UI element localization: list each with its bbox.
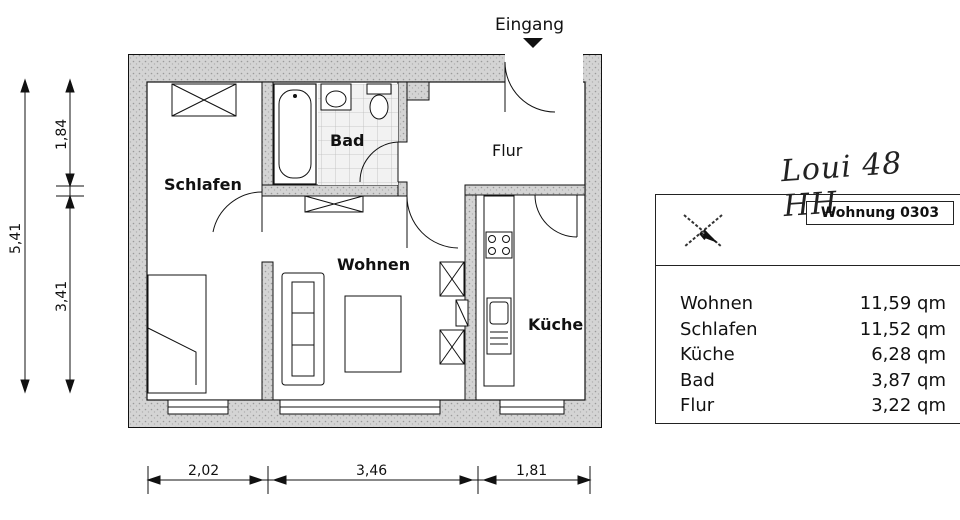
vertical-dimensions (20, 78, 84, 394)
info-divider (656, 265, 960, 266)
unit-info-box: Wohnung 0303 N Wohnen 11,59 qm Schlafen 11… (655, 194, 960, 424)
room-label-kueche: Küche (528, 315, 583, 334)
area-row: Schlafen 11,52 qm (680, 317, 946, 343)
furniture (147, 83, 515, 394)
area-room: Schlafen (680, 318, 758, 340)
dimension-total-height: 5,41 (8, 223, 24, 254)
area-room: Bad (680, 369, 715, 391)
horizontal-dimensions (146, 466, 592, 494)
area-room: Wohnen (680, 293, 754, 314)
area-room: Küche (680, 344, 735, 365)
room-label-flur: Flur (492, 141, 523, 160)
area-room: Flur (680, 395, 715, 416)
dimension-width-right: 1,81 (516, 463, 547, 479)
table (344, 295, 402, 373)
dimension-width-middle: 3,46 (356, 463, 387, 479)
area-row: Bad 3,87 qm (680, 368, 946, 394)
area-value: 3,87 qm (871, 369, 946, 391)
doors (212, 61, 578, 249)
svg-text:N: N (697, 227, 712, 243)
room-label-wohnen: Wohnen (337, 255, 410, 274)
entrance-arrow-icon (523, 38, 543, 48)
kitchen-counter (483, 195, 515, 387)
area-value: 6,28 qm (871, 344, 946, 365)
area-table: Wohnen 11,59 qm Schlafen 11,52 qm Küche 6,2… (680, 291, 946, 419)
unit-number: Wohnung 0303 (806, 201, 954, 225)
area-row: Wohnen 11,59 qm (680, 291, 946, 317)
area-value: 11,52 qm (859, 318, 946, 340)
dimension-upper-height: 1,84 (54, 119, 70, 150)
toilet (366, 83, 392, 95)
windows (167, 399, 565, 415)
dimension-lower-height: 3,41 (54, 281, 70, 312)
north-arrow-icon: N (683, 214, 723, 248)
bathroom (273, 83, 399, 185)
area-value: 11,59 qm (859, 293, 946, 314)
room-label-bad: Bad (330, 131, 364, 150)
room-label-schlafen: Schlafen (164, 175, 242, 194)
area-value: 3,22 qm (871, 395, 946, 416)
area-row: Küche 6,28 qm (680, 342, 946, 368)
entrance-label: Eingang (495, 15, 564, 35)
area-row: Flur 3,22 qm (680, 393, 946, 419)
dimension-width-left: 2,02 (188, 463, 219, 479)
